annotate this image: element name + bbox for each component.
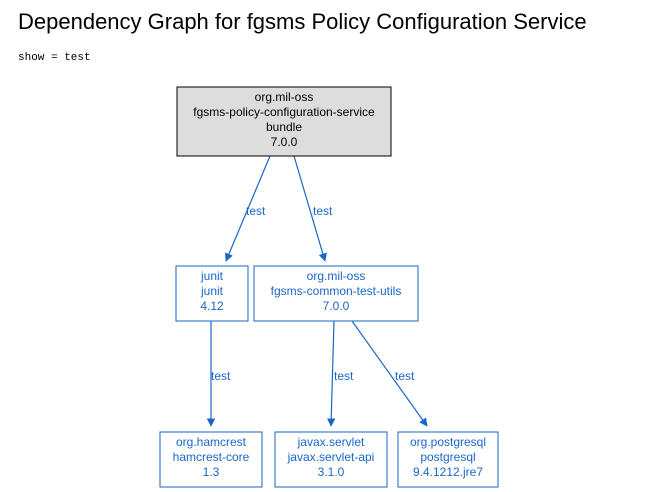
node-version: 4.12 — [200, 299, 224, 313]
node-postgresql[interactable]: org.postgresql postgresql 9.4.1212.jre7 — [397, 431, 499, 488]
edge-label: test — [395, 369, 415, 383]
node-version: 7.0.0 — [271, 135, 298, 149]
edge-label: test — [211, 369, 231, 383]
edge-root-junit: test — [225, 155, 271, 262]
node-group-id: org.postgresql — [410, 435, 486, 449]
node-group-id: org.hamcrest — [176, 435, 247, 449]
node-artifact-id: hamcrest-core — [173, 450, 250, 464]
node-group-id: org.mil-oss — [255, 90, 314, 104]
edge-test-utils-postgresql: test — [351, 320, 428, 427]
edge-root-test-utils: test — [293, 155, 333, 262]
page-title: Dependency Graph for fgsms Policy Config… — [18, 9, 587, 34]
node-packaging: bundle — [266, 120, 302, 134]
node-group-id: junit — [200, 269, 224, 283]
node-version: 9.4.1212.jre7 — [413, 465, 483, 479]
edge-test-utils-servlet: test — [327, 320, 354, 427]
node-hamcrest-core[interactable]: org.hamcrest hamcrest-core 1.3 — [159, 431, 263, 488]
node-artifact-id: javax.servlet-api — [287, 450, 375, 464]
node-artifact-id: fgsms-common-test-utils — [271, 284, 402, 298]
node-fgsms-common-test-utils[interactable]: org.mil-oss fgsms-common-test-utils 7.0.… — [253, 265, 419, 322]
edge-junit-hamcrest: test — [206, 321, 231, 427]
edge-label: test — [246, 204, 266, 218]
node-group-id: javax.servlet — [297, 435, 365, 449]
node-artifact-id: fgsms-policy-configuration-service — [193, 105, 375, 119]
node-javax-servlet-api[interactable]: javax.servlet javax.servlet-api 3.1.0 — [274, 431, 388, 488]
node-version: 3.1.0 — [318, 465, 345, 479]
edge-label: test — [313, 204, 333, 218]
node-version: 1.3 — [203, 465, 220, 479]
node-version: 7.0.0 — [323, 299, 350, 313]
edge-label: test — [334, 369, 354, 383]
node-artifact-id: postgresql — [420, 450, 475, 464]
node-root-artifact[interactable]: org.mil-oss fgsms-policy-configuration-s… — [176, 86, 392, 157]
node-junit[interactable]: junit junit 4.12 — [175, 265, 249, 322]
scope-filter-label: show = test — [18, 52, 91, 64]
node-artifact-id: junit — [200, 284, 224, 298]
node-group-id: org.mil-oss — [307, 269, 366, 283]
